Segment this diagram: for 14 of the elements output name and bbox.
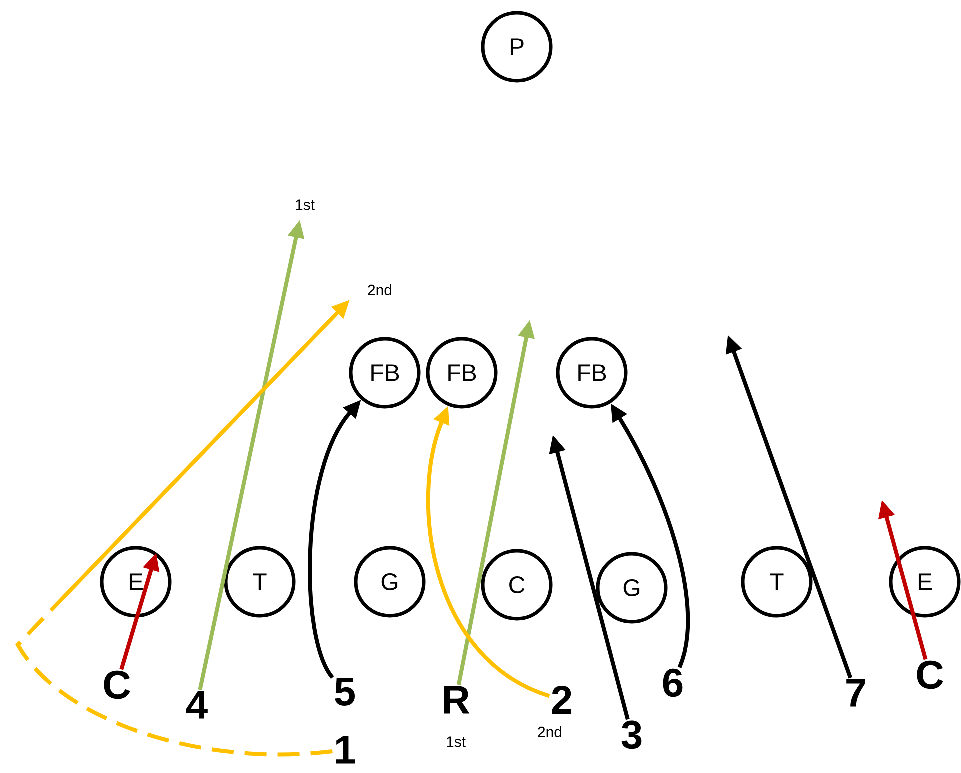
route-number: R (444, 686, 470, 714)
route-number: 2 (552, 686, 572, 714)
route-number: 3 (622, 720, 642, 750)
route-number: 6 (663, 668, 683, 698)
route-number: 4 (186, 691, 208, 719)
route-number: 1 (336, 736, 355, 764)
route-number: 7 (846, 679, 866, 707)
order-label: 2nd (368, 284, 392, 296)
order-label: 2nd (538, 726, 562, 738)
route-number: 5 (335, 678, 355, 706)
order-label: 1st (447, 736, 466, 748)
order-label: 1st (296, 200, 315, 210)
route-number: C (104, 670, 130, 700)
route-number: C (917, 660, 944, 690)
